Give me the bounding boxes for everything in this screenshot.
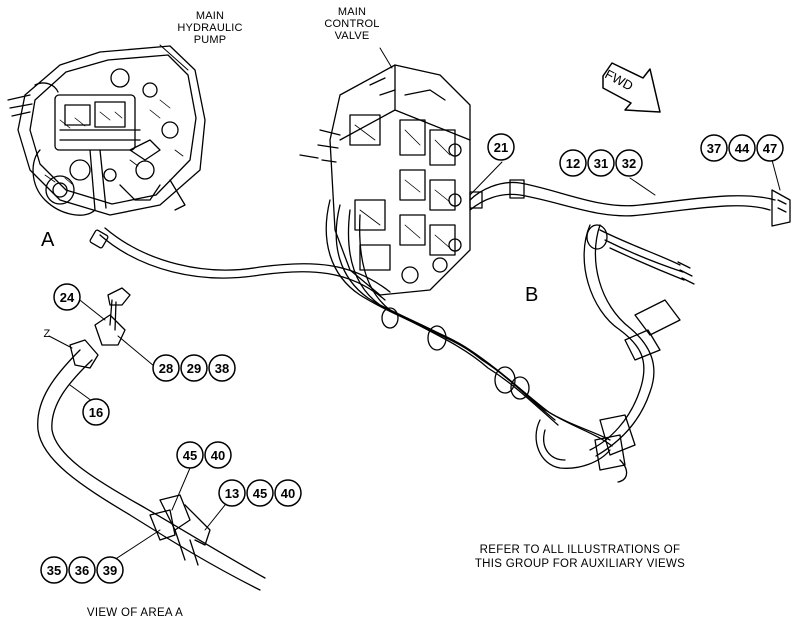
callout-38: 38 bbox=[215, 361, 229, 376]
callout-37: 37 bbox=[707, 141, 721, 156]
callout-32: 32 bbox=[622, 156, 636, 171]
callout-29: 29 bbox=[187, 361, 201, 376]
pump-detail-hatching bbox=[44, 99, 184, 185]
callout-39: 39 bbox=[103, 563, 117, 578]
main-hydraulic-pump-label: MAIN HYDRAULIC PUMP bbox=[177, 10, 243, 46]
hose-valve-to-right bbox=[469, 179, 791, 227]
main-hydraulic-pump bbox=[7, 45, 206, 216]
callout-44: 44 bbox=[735, 141, 750, 156]
callout-35: 35 bbox=[47, 563, 61, 578]
callout-31: 31 bbox=[594, 156, 608, 171]
callout-12: 12 bbox=[566, 156, 580, 171]
main-control-valve bbox=[299, 64, 471, 296]
valve-detail-hatching bbox=[354, 124, 451, 249]
callout-21: 21 bbox=[494, 140, 508, 155]
hose-bundle-center bbox=[325, 199, 613, 469]
callout-40-upper: 40 bbox=[211, 448, 225, 463]
view-of-area-a-caption: VIEW OF AREA A bbox=[86, 607, 184, 619]
callout-28: 28 bbox=[159, 361, 173, 376]
area-b-label: B bbox=[525, 284, 539, 306]
main-control-valve-label: MAIN CONTROL VALVE bbox=[324, 6, 380, 42]
hose-pump-to-lines bbox=[89, 227, 391, 301]
callout-45-upper: 45 bbox=[183, 448, 197, 463]
callout-13: 13 bbox=[225, 486, 239, 501]
leader-lines bbox=[48, 44, 781, 563]
callout-16: 16 bbox=[89, 405, 103, 420]
z-label: Z bbox=[43, 328, 51, 340]
callout-bubbles bbox=[40, 133, 784, 584]
fwd-arrow-icon bbox=[602, 62, 661, 113]
callout-45-lower: 45 bbox=[253, 486, 267, 501]
area-a-label: A bbox=[41, 229, 55, 251]
hose-right-branch bbox=[583, 224, 695, 483]
callout-47: 47 bbox=[763, 141, 777, 156]
refer-note: REFER TO ALL ILLUSTRATIONS OF THIS GROUP… bbox=[474, 544, 686, 570]
callout-40-lower: 40 bbox=[281, 486, 295, 501]
callout-36: 36 bbox=[75, 563, 89, 578]
callout-24: 24 bbox=[60, 290, 75, 305]
area-a-inset-hose bbox=[37, 287, 266, 591]
